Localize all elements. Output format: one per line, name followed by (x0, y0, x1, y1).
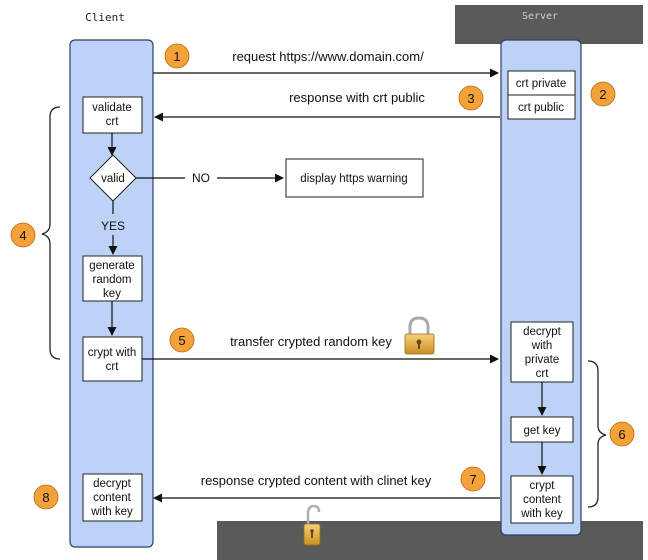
get-key-label: get key (523, 425, 560, 437)
step-8-number: 8 (42, 490, 49, 505)
crypt-with-crt-line-2: crt (106, 361, 120, 373)
decrypt-private-box (510, 321, 574, 383)
decrypt-content-line-1: decrypt (93, 478, 132, 490)
generate-key-line-2: random (93, 274, 132, 286)
server-header: Server (522, 11, 558, 22)
validate-crt-line-2: crt (106, 116, 120, 128)
crypt-content-box (510, 475, 574, 524)
crt-public-label: crt public (518, 102, 564, 114)
open-padlock-icon (303, 504, 321, 546)
valid-label: valid (101, 173, 125, 185)
step-7-number: 7 (469, 472, 476, 487)
watermark-bar-top (455, 5, 643, 44)
decrypt-content-line-2: content (93, 492, 132, 504)
step-4-badge (10, 222, 36, 248)
yes-label: YES (101, 219, 125, 233)
client-header: Client (85, 11, 125, 24)
step-5-number: 5 (178, 333, 185, 348)
decrypt-private-line-1: decrypt (523, 326, 562, 338)
request-label: request https://www.domain.com/ (232, 49, 424, 64)
generate-key-line-1: generate (89, 260, 134, 272)
step-1-number: 1 (173, 49, 180, 64)
validate-crt-line-1: validate (92, 102, 132, 114)
crt-private-label: crt private (516, 78, 567, 90)
step-5-badge (169, 327, 195, 353)
step-7-badge (460, 466, 486, 492)
step-6-brace (587, 360, 607, 508)
crypt-content-line-3: with key (520, 508, 563, 520)
validate-crt-box (82, 96, 143, 134)
server-lane (500, 39, 582, 536)
no-label: NO (192, 171, 210, 185)
step-6-badge (609, 421, 635, 447)
crt-public-box (507, 94, 576, 120)
step-3-number: 3 (467, 91, 474, 106)
step-6-number: 6 (618, 427, 625, 442)
step-4-brace (41, 106, 61, 360)
decrypt-private-line-4: crt (536, 368, 550, 380)
step-2-number: 2 (599, 87, 606, 102)
step-1-badge (164, 43, 190, 69)
response-content-label: response crypted content with clinet key (201, 473, 432, 488)
decrypt-content-line-3: with key (90, 506, 133, 518)
crypt-content-line-2: content (523, 494, 562, 506)
step-4-number: 4 (19, 228, 26, 243)
response-crt-label: response with crt public (289, 90, 425, 105)
step-3-badge (458, 85, 484, 111)
padlock-icon (404, 316, 435, 355)
decrypt-content-box (82, 473, 143, 522)
decrypt-private-line-2: with (531, 340, 552, 352)
crypt-with-crt-box (82, 336, 143, 382)
https-warning-box (285, 158, 424, 198)
step-2-badge (590, 81, 616, 107)
decrypt-private-line-3: private (525, 354, 560, 366)
step-8-badge (33, 484, 59, 510)
https-warning-label: display https warning (300, 173, 407, 185)
generate-key-line-3: key (103, 288, 121, 300)
transfer-key-label: transfer crypted random key (230, 334, 392, 349)
crypt-content-line-1: crypt (530, 480, 556, 492)
crypt-with-crt-line-1: crypt with (88, 347, 137, 359)
